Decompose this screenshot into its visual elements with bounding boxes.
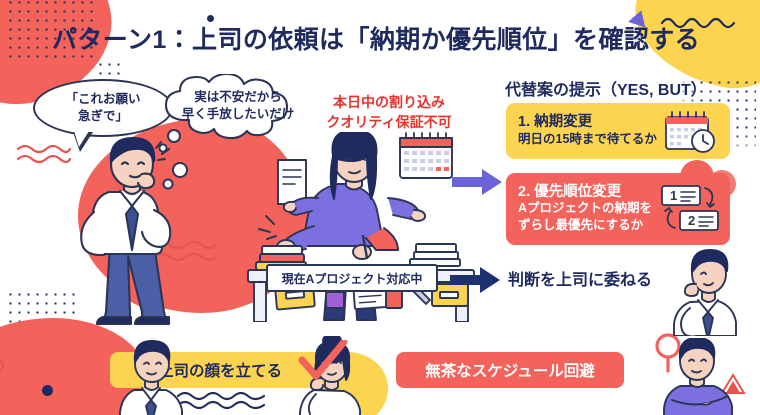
alternatives-heading: 代替案の提示（YES, BUT） — [505, 82, 707, 99]
illustration-bottom-right-man — [663, 338, 733, 415]
svg-text:2: 2 — [688, 213, 695, 228]
page-title: パターン1：上司の依頼は「納期か優先順位」を確認する — [52, 26, 701, 54]
reorder-cards-icon: 1 2 — [661, 185, 719, 231]
speech-bubble-line1: 「これお願い — [65, 92, 141, 107]
thought-cloud-line1: 実は不安だから — [194, 90, 282, 105]
outcome-banner-2: 無茶なスケジュール回避 — [396, 352, 624, 388]
option-card-1[interactable]: 1. 納期変更 明日の15時まで待てるか — [506, 103, 730, 159]
option-1-title: 1. 納期変更 — [518, 114, 593, 130]
option-1-detail: 明日の15時まで待てるか — [518, 132, 657, 146]
outcome-banner-2-label: 無茶なスケジュール回避 — [425, 363, 595, 380]
illustration-busy-worker-desk — [247, 132, 475, 322]
decor-dot-navy-top — [207, 15, 214, 22]
thought-cloud: 実は不安だから 早く手放したいだけ — [152, 74, 324, 153]
decor-squiggle-far-left — [0, 356, 26, 380]
outcome-banner-1-label: 上司の顔を立てる — [157, 363, 282, 380]
option-2-title: 2. 優先順位変更 — [518, 184, 622, 200]
illustration-bottom-man — [119, 340, 183, 415]
alert-line2: クオリティ保証不可 — [326, 113, 452, 130]
arrow-to-entrust — [450, 267, 500, 293]
speech-bubble-line2: 急ぎで」 — [77, 109, 128, 123]
option-card-2[interactable]: 2. 優先順位変更 Aプロジェクトの納期を ずらし最優先にするか 1 2 — [506, 173, 730, 245]
entrust-label: 判断を上司に委ねる — [508, 272, 653, 289]
calendar-clock-icon — [665, 111, 715, 153]
option-2-detail-line2: ずらし最優先にするか — [518, 218, 644, 233]
option-2-detail-line1: Aプロジェクトの納期を — [518, 201, 653, 215]
arrow-to-option-2 — [452, 169, 502, 195]
alert-line1: 本日中の割り込み — [333, 94, 445, 110]
illustration-thinking-man — [673, 249, 737, 336]
desk-status-label: 現在Aプロジェクト対応中 — [266, 264, 438, 292]
option-2-detail: Aプロジェクトの納期を ずらし最優先にするか — [518, 200, 668, 235]
thought-cloud-line2: 早く手放したいだけ — [181, 107, 295, 121]
svg-text:1: 1 — [670, 188, 677, 203]
decor-dot-navy-bl — [42, 385, 53, 396]
alert-text: 本日中の割り込み クオリティ保証不可 — [315, 93, 463, 133]
thought-cloud-text: 実は不安だから 早く手放したいだけ — [152, 68, 324, 144]
illustration-boss-figure — [80, 136, 188, 326]
check-mark-icon — [298, 340, 348, 380]
